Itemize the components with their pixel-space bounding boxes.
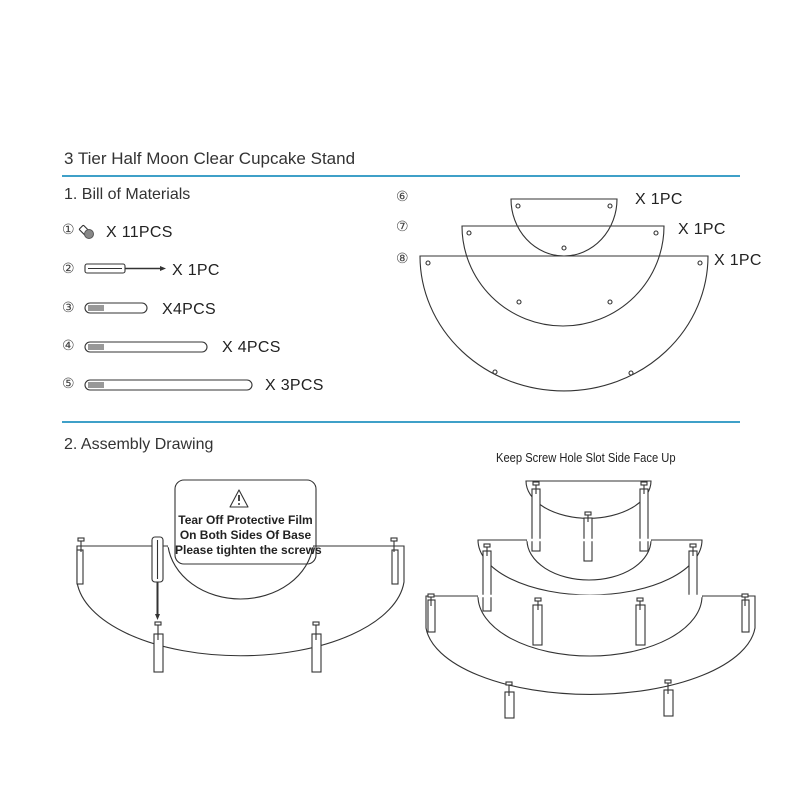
assembly-base-plate: [76, 537, 405, 673]
screw-icon: [78, 224, 94, 239]
warning-line-3: Please tighten the screws: [175, 543, 322, 557]
plate-quantity-8: X 1PC: [714, 252, 762, 269]
keep-face-up-note: Keep Screw Hole Slot Side Face Up: [496, 450, 676, 465]
small-half-moon-plate: [510, 198, 618, 257]
section-divider: [62, 421, 740, 423]
plate-marker-8: ⑧: [396, 251, 409, 267]
item-marker-2: ②: [62, 261, 75, 277]
bom-heading: 1. Bill of Materials: [64, 186, 191, 203]
plate-quantity-7: X 1PC: [678, 221, 726, 238]
item-marker-5: ⑤: [62, 376, 75, 392]
assembly-heading: 2. Assembly Drawing: [64, 436, 214, 453]
item-marker-4: ④: [62, 338, 75, 354]
plate-quantity-6: X 1PC: [635, 191, 683, 208]
warning-line-2: On Both Sides Of Base: [179, 528, 312, 542]
warning-triangle-icon: [229, 489, 249, 508]
warning-text: Tear Off Protective Film On Both Sides O…: [175, 513, 322, 558]
plate-marker-7: ⑦: [396, 219, 409, 235]
warning-callout: [174, 479, 317, 565]
assembled-stand: [425, 480, 756, 719]
assembly-screwdriver-icon: [151, 536, 164, 620]
large-half-moon-plate: [419, 255, 709, 392]
short-rod-icon: [84, 302, 148, 314]
item-marker-3: ③: [62, 300, 75, 316]
item-marker-1: ①: [62, 222, 75, 238]
item-quantity-3: X4PCS: [162, 301, 216, 318]
medium-half-moon-plate: [461, 225, 665, 327]
item-quantity-1: X 11PCS: [106, 224, 173, 241]
plate-marker-6: ⑥: [396, 189, 409, 205]
page-title: 3 Tier Half Moon Clear Cupcake Stand: [64, 149, 356, 168]
screwdriver-icon: [84, 263, 166, 274]
warning-line-1: Tear Off Protective Film: [178, 513, 313, 527]
item-quantity-4: X 4PCS: [222, 339, 281, 356]
header-divider: [62, 175, 740, 177]
medium-rod-icon: [84, 341, 208, 353]
long-rod-icon: [84, 379, 253, 391]
item-quantity-5: X 3PCS: [265, 377, 324, 394]
item-quantity-2: X 1PC: [172, 262, 220, 279]
